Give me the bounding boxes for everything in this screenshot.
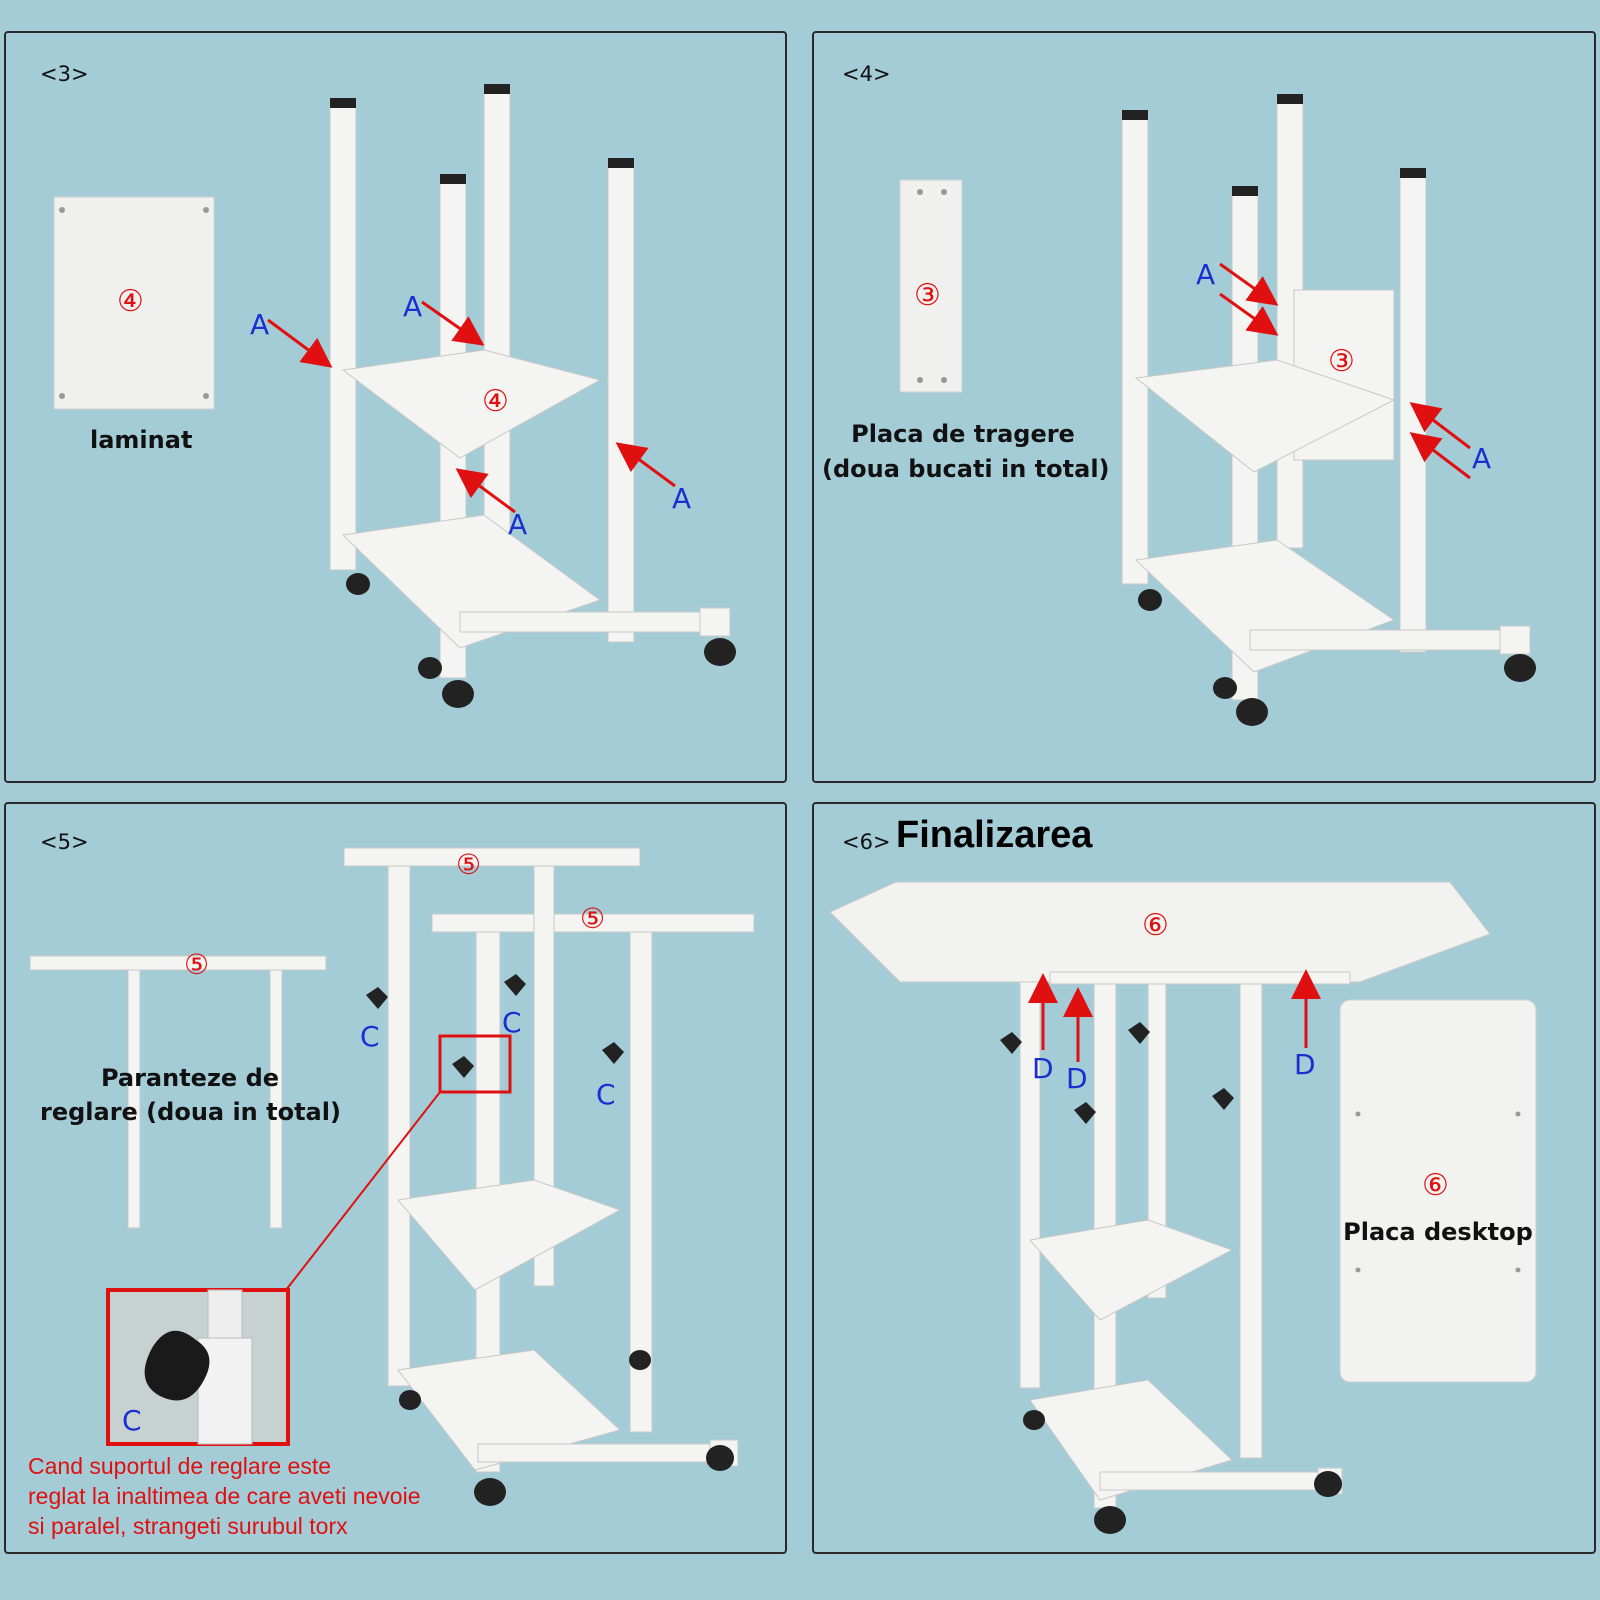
knob-closeup bbox=[106, 1288, 290, 1446]
laminat-part-number: ④ bbox=[117, 284, 144, 319]
bracket-number: ⑤ bbox=[580, 902, 606, 935]
knob-closeup-label: C bbox=[122, 1404, 142, 1437]
screw-label-a: A bbox=[1472, 442, 1492, 475]
step-5-number: <5> bbox=[40, 830, 89, 854]
bracket-part-number: ⑤ bbox=[184, 948, 210, 981]
adjust-note-line3: si paralel, strangeti surubul torx bbox=[28, 1513, 348, 1539]
screw-label-a: A bbox=[250, 308, 270, 341]
knob-callout-box bbox=[438, 1034, 512, 1094]
bracket-number: ⑤ bbox=[456, 848, 482, 881]
arrows-step-4 bbox=[1219, 262, 1471, 480]
screw-label-d: D bbox=[1032, 1052, 1054, 1085]
screw-label-a: A bbox=[508, 508, 528, 541]
drawing-board-label-line1: Placa de tragere bbox=[851, 420, 1075, 448]
step-4-number: <4> bbox=[842, 62, 891, 86]
screw-label-d: D bbox=[1066, 1062, 1088, 1095]
desktop-board-number: ⑥ bbox=[1422, 1168, 1449, 1203]
desktop-board bbox=[1339, 999, 1537, 1383]
adjust-note-line1: Cand suportul de reglare este bbox=[28, 1453, 332, 1479]
tabletop-number: ⑥ bbox=[1142, 908, 1169, 943]
bracket-label-line2: reglare (doua in total) bbox=[40, 1098, 341, 1126]
step-3-number: <3> bbox=[40, 62, 89, 86]
arrows-step-3 bbox=[267, 300, 676, 514]
screw-label-d: D bbox=[1294, 1048, 1316, 1081]
screw-label-a: A bbox=[403, 290, 423, 323]
screw-label-a: A bbox=[1196, 258, 1216, 291]
arrows-step-6 bbox=[1028, 969, 1321, 1062]
drawing-board bbox=[899, 179, 963, 393]
frame-step-4 bbox=[1121, 97, 1531, 701]
frame-step-3 bbox=[329, 87, 731, 679]
finalization-title: Finalizarea bbox=[896, 814, 1093, 856]
laminat-label: laminat bbox=[90, 426, 193, 454]
adjustment-bracket bbox=[29, 955, 327, 1229]
step-6-number: <6> bbox=[842, 830, 891, 854]
knob-label-c: C bbox=[360, 1020, 380, 1053]
screw-label-a: A bbox=[672, 482, 692, 515]
shelf-number: ④ bbox=[482, 384, 509, 419]
desktop-board-label: Placa desktop bbox=[1343, 1218, 1533, 1246]
drawing-board-number: ③ bbox=[914, 278, 941, 313]
knob-label-c: C bbox=[596, 1078, 616, 1111]
bracket-label-line1: Paranteze de bbox=[100, 1064, 280, 1092]
mounted-board-number: ③ bbox=[1328, 344, 1355, 379]
laminat-board bbox=[53, 196, 215, 410]
knob-label-c: C bbox=[502, 1006, 522, 1039]
adjust-note-line2: reglat la inaltimea de care aveti nevoie bbox=[28, 1483, 421, 1509]
frame-step-5 bbox=[343, 847, 755, 1473]
drawing-board-label-line2: (doua bucati in total) bbox=[822, 455, 1110, 483]
